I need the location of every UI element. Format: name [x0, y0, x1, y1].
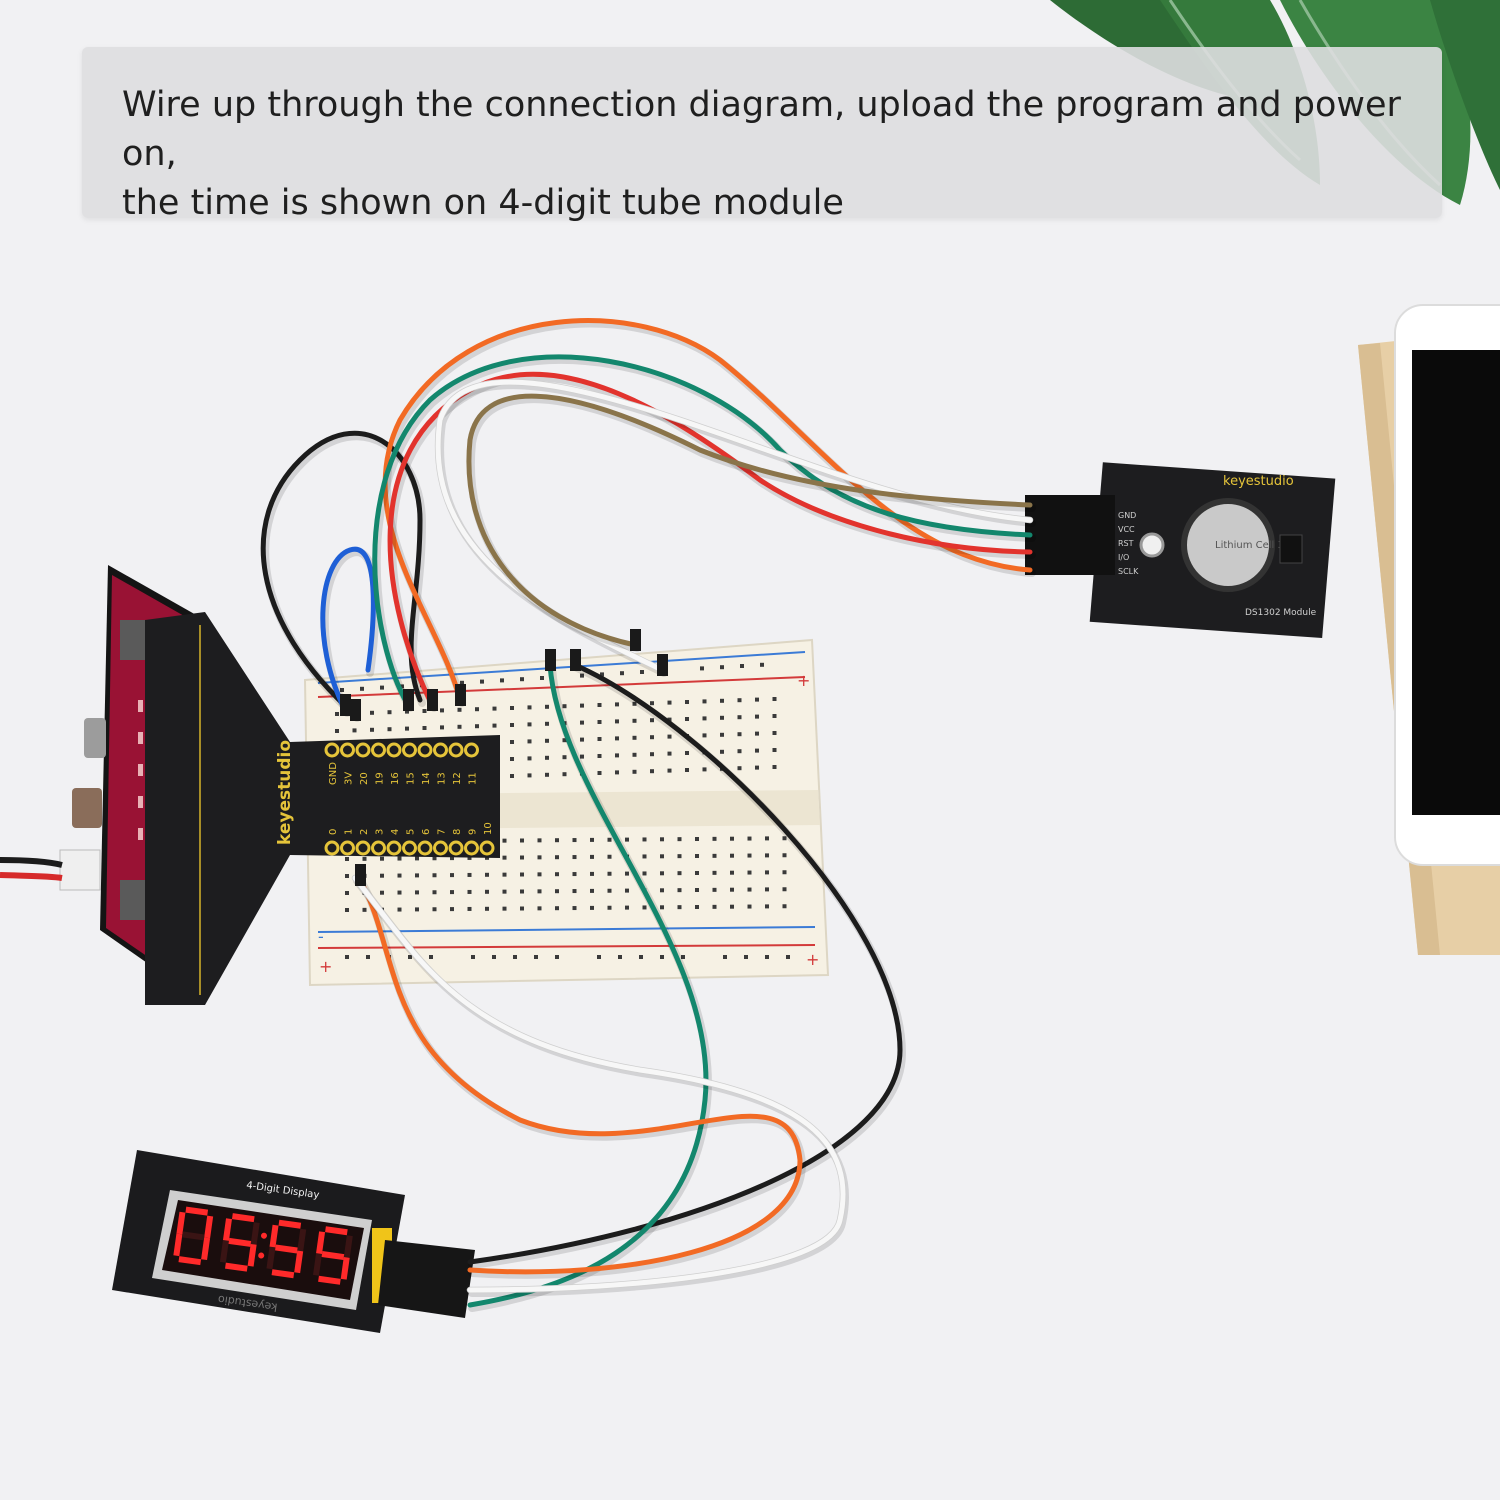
jumper-wire	[372, 354, 1033, 708]
svg-text:13: 13	[437, 772, 448, 785]
svg-text:6: 6	[421, 829, 432, 835]
ic-chip	[1279, 534, 1303, 564]
dupont-plug	[455, 684, 466, 706]
svg-text:0: 0	[328, 829, 339, 835]
dupont-plug	[570, 649, 581, 671]
jumper-wire	[435, 379, 1033, 673]
jumper-wire	[320, 546, 376, 713]
breadboard: + + + -	[303, 638, 830, 987]
svg-text:19: 19	[375, 772, 386, 785]
svg-text:12: 12	[452, 772, 463, 785]
dupont-plug	[630, 629, 641, 651]
jumper-wire	[382, 318, 1033, 703]
caption-text: Wire up through the connection diagram, …	[122, 85, 1401, 223]
battery-connector	[59, 849, 101, 891]
jumper-wire	[466, 393, 1033, 648]
svg-text:11: 11	[468, 772, 479, 785]
svg-text:10: 10	[483, 822, 494, 835]
jumper-wires	[260, 318, 1036, 1312]
dupont-plug	[545, 649, 556, 671]
jumper-wire	[357, 877, 803, 1275]
jumper-wire	[387, 371, 1033, 708]
mounting-hole	[1139, 532, 1165, 558]
rail-plus-bottom: +	[806, 950, 819, 969]
svg-text:1: 1	[344, 829, 355, 835]
coin-battery-icon	[1181, 498, 1275, 592]
dupont-plug	[355, 864, 366, 886]
dupont-plug	[427, 689, 438, 711]
pin-header-top: GND 3V 20 19 16 15 14 13 12 11	[324, 742, 479, 785]
rail-minus-left: -	[318, 927, 324, 946]
svg-text:20: 20	[359, 772, 370, 785]
svg-text:15: 15	[406, 772, 417, 785]
rtc-name: DS1302 Module	[1245, 608, 1317, 618]
rail-plus-top: +	[797, 671, 810, 690]
svg-text:2: 2	[359, 829, 370, 835]
jumper-wire	[352, 875, 846, 1293]
four-digit-display: 4-Digit Display keyestudio 0555	[112, 1150, 475, 1333]
svg-text:4: 4	[390, 829, 401, 835]
rail-plus-left: +	[319, 957, 332, 976]
svg-text:VCC: VCC	[1118, 525, 1135, 534]
svg-text:8: 8	[452, 829, 463, 835]
rtc-brand: keyestudio	[1223, 474, 1294, 489]
svg-text:I/O: I/O	[1118, 553, 1129, 562]
svg-text:RST: RST	[1118, 539, 1134, 548]
rtc-connector	[1025, 495, 1115, 575]
battery-label: Lithium Cell 3V	[1215, 540, 1291, 551]
svg-text:9: 9	[468, 829, 479, 835]
dupont-plug	[657, 654, 668, 676]
usb-port	[84, 718, 106, 758]
digit-readout	[173, 1206, 353, 1285]
caption-box: Wire up through the connection diagram, …	[82, 47, 1442, 223]
jumper-wire	[467, 662, 709, 1308]
breakout-brand: keyestudio	[275, 740, 295, 845]
dupont-plug	[350, 699, 361, 721]
svg-text:3: 3	[375, 829, 386, 835]
reset-button	[72, 788, 102, 828]
svg-text:GND: GND	[328, 762, 339, 785]
svg-text:SCLK: SCLK	[1118, 567, 1139, 576]
phone-on-wood	[1358, 304, 1500, 955]
display-connector	[378, 1240, 475, 1318]
svg-text:16: 16	[390, 772, 401, 785]
dupont-plug	[340, 694, 351, 716]
dupont-plug	[403, 689, 414, 711]
svg-text:7: 7	[437, 829, 448, 835]
svg-text:GND: GND	[1118, 511, 1136, 520]
svg-text:5: 5	[406, 829, 417, 835]
rtc-pin-labels: GND VCC RST I/O SCLK	[1118, 511, 1139, 576]
ds1302-module: Lithium Cell 3V keyestudio DS1302 Module…	[1025, 462, 1336, 639]
jumper-wire	[467, 662, 903, 1265]
jumper-wire	[260, 430, 423, 718]
svg-text:14: 14	[421, 772, 432, 785]
svg-text:3V: 3V	[344, 772, 355, 785]
